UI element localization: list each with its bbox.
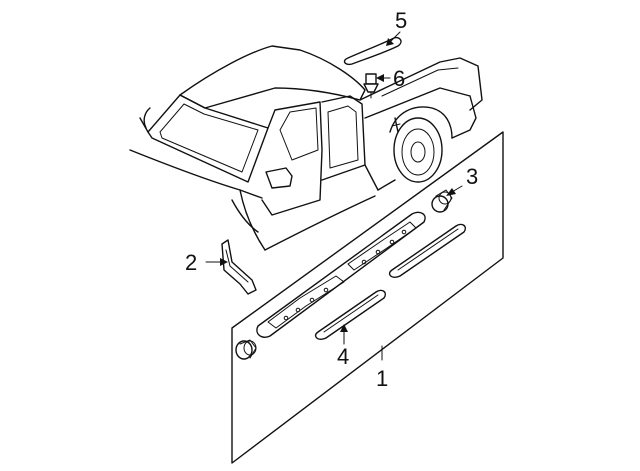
fastener-clip (363, 73, 379, 99)
pickup-truck-outline (129, 45, 483, 251)
callout-4: 4 (337, 344, 349, 369)
end-cap-front (235, 339, 257, 360)
leader-lines (205, 31, 463, 361)
step-pads (314, 223, 466, 341)
callout-3: 3 (466, 164, 478, 189)
callout-5: 5 (395, 8, 407, 33)
running-board-rail (256, 211, 426, 338)
callout-2: 2 (185, 250, 197, 275)
callout-1: 1 (376, 366, 388, 391)
callout-6: 6 (393, 66, 405, 91)
kit-panel-outline (231, 131, 504, 464)
molding-strip (343, 36, 402, 66)
mounting-bracket (221, 239, 257, 295)
